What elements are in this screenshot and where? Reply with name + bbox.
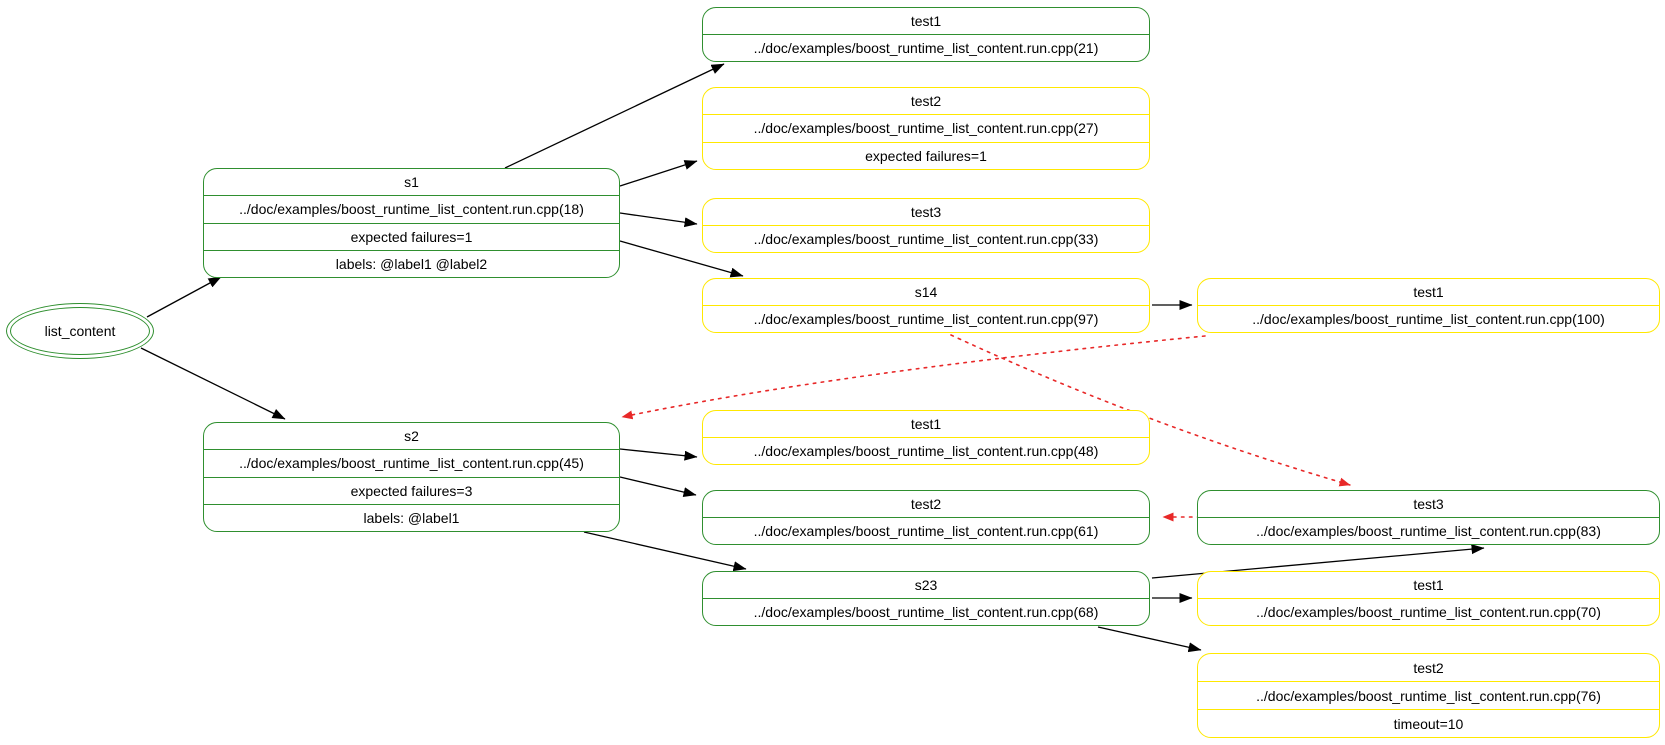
node-source-path: ../doc/examples/boost_runtime_list_conte… [703, 225, 1149, 252]
node-title: s23 [914, 577, 938, 593]
node-source-path: ../doc/examples/boost_runtime_list_conte… [703, 598, 1149, 625]
node-title: s2 [404, 428, 419, 445]
node-s1-test1: test1 ../doc/examples/boost_runtime_list… [702, 7, 1150, 62]
edge-s23-test2 [1097, 626, 1202, 653]
edge-s1-s14 [619, 240, 744, 278]
node-s14: s14 ../doc/examples/boost_runtime_list_c… [702, 278, 1150, 333]
node-title: s1 [404, 174, 419, 191]
edge-s1-test2 [619, 160, 698, 187]
node-s23: s23 ../doc/examples/boost_runtime_list_c… [702, 571, 1150, 626]
node-s1-test2: test2 ../doc/examples/boost_runtime_list… [702, 87, 1150, 170]
edge-s2-test1 [619, 448, 698, 461]
node-source-path: ../doc/examples/boost_runtime_list_conte… [1198, 305, 1659, 332]
node-source-path: ../doc/examples/boost_runtime_list_conte… [703, 305, 1149, 332]
node-title: test1 [1413, 284, 1444, 300]
node-source-path: ../doc/examples/boost_runtime_list_conte… [204, 195, 619, 222]
node-s1-test3: test3 ../doc/examples/boost_runtime_list… [702, 198, 1150, 253]
edge-list_content-s1 [146, 276, 222, 318]
node-title: test1 [910, 416, 942, 432]
node-title: test2 [910, 93, 942, 110]
node-title: test2 [910, 496, 942, 512]
node-s23-test1: test1 ../doc/examples/boost_runtime_list… [1197, 571, 1660, 626]
node-s14-test1: test1 ../doc/examples/boost_runtime_list… [1197, 278, 1660, 333]
node-source-path: ../doc/examples/boost_runtime_list_conte… [1198, 681, 1659, 709]
node-s2-test1: test1 ../doc/examples/boost_runtime_list… [702, 410, 1150, 465]
node-labels: labels: @label1 @label2 [204, 249, 619, 277]
node-attribute: expected failures=3 [204, 476, 619, 504]
edge-s2-s23 [583, 531, 747, 572]
node-labels: labels: @label1 [204, 503, 619, 531]
node-s1: s1 ../doc/examples/boost_runtime_list_co… [203, 168, 620, 278]
dep-edge-s14test1-s2 [621, 335, 1206, 420]
node-s2-test2: test2 ../doc/examples/boost_runtime_list… [702, 490, 1150, 545]
node-source-path: ../doc/examples/boost_runtime_list_conte… [1198, 598, 1659, 625]
node-attribute: expected failures=1 [703, 141, 1149, 169]
edge-s2-test2 [619, 476, 697, 497]
node-source-path: ../doc/examples/boost_runtime_list_conte… [703, 114, 1149, 141]
node-source-path: ../doc/examples/boost_runtime_list_conte… [703, 437, 1149, 464]
node-title: test1 [1413, 577, 1444, 593]
node-s23-test3: test3 ../doc/examples/boost_runtime_list… [1197, 490, 1660, 545]
node-source-path: ../doc/examples/boost_runtime_list_conte… [1198, 517, 1659, 544]
node-source-path: ../doc/examples/boost_runtime_list_conte… [204, 449, 619, 476]
node-attribute: expected failures=1 [204, 222, 619, 250]
edge-s1-test1 [504, 63, 725, 169]
node-title: test3 [1413, 496, 1444, 512]
node-source-path: ../doc/examples/boost_runtime_list_conte… [703, 517, 1149, 544]
node-list-content-label: list_content [10, 307, 150, 355]
node-source-path: ../doc/examples/boost_runtime_list_conte… [703, 34, 1149, 61]
edge-list_content-s2 [140, 347, 286, 420]
node-attribute: timeout=10 [1198, 709, 1659, 737]
node-title: test2 [1413, 659, 1444, 676]
node-title: s14 [914, 284, 938, 300]
node-list-content: list_content [6, 303, 154, 359]
node-s2: s2 ../doc/examples/boost_runtime_list_co… [203, 422, 620, 532]
node-title: test3 [910, 204, 942, 220]
node-title: test1 [910, 13, 942, 29]
edge-s1-test3 [619, 212, 698, 228]
dep-edge-s14-s23test3 [950, 334, 1351, 487]
node-s23-test2: test2 ../doc/examples/boost_runtime_list… [1197, 653, 1660, 738]
